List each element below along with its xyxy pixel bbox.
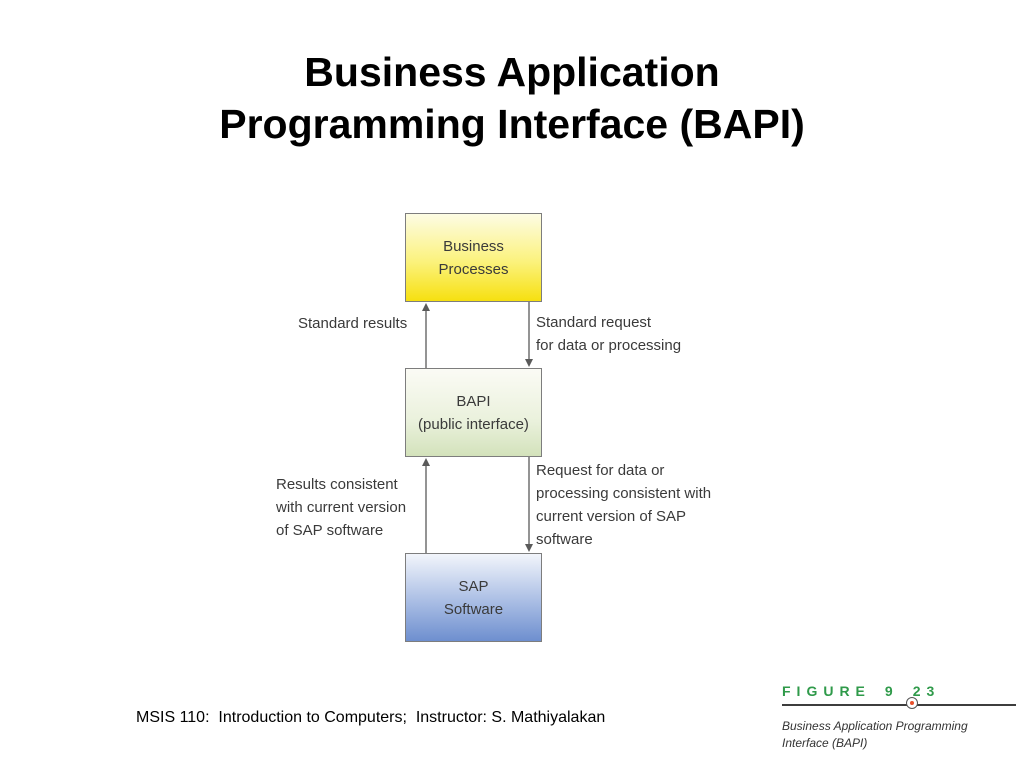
slide-title: Business Application Programming Interfa… xyxy=(0,46,1024,150)
figure-number: 23 xyxy=(912,683,941,699)
slide-title-line-1: Business Application xyxy=(304,49,720,95)
figure-caption: Business Application Programming Interfa… xyxy=(782,718,968,752)
box-bapi-line-1: BAPI xyxy=(456,392,491,410)
box-sap-software-line-1: SAP xyxy=(458,577,489,595)
slide-footer: MSIS 110: Introduction to Computers; Ins… xyxy=(136,709,606,726)
figure-label: FIGURE 9 23 xyxy=(782,682,940,700)
box-business-processes-line-2: Processes xyxy=(438,260,509,278)
figure-caption-line-2: Interface (BAPI) xyxy=(782,736,868,750)
label-standard-request-line-2: for data or processing xyxy=(536,337,682,354)
figure-rule xyxy=(782,704,1016,706)
label-results-consistent-line-3: of SAP software xyxy=(276,522,384,539)
label-request-consistent-line-1: Request for data or xyxy=(536,462,665,479)
label-request-consistent: Request for data or processing consisten… xyxy=(536,459,711,551)
box-business-processes-line-1: Business xyxy=(443,237,504,255)
label-request-consistent-line-4: software xyxy=(536,531,593,548)
figure-caption-line-1: Business Application Programming xyxy=(782,719,968,733)
box-sap-software: SAP Software xyxy=(405,553,542,642)
figure-chapter: 9 xyxy=(884,683,899,699)
label-request-consistent-line-2: processing consistent with xyxy=(536,485,712,502)
label-results-consistent-line-2: with current version xyxy=(276,499,407,516)
label-request-consistent-line-3: current version of SAP xyxy=(536,508,687,525)
label-results-consistent: Results consistent with current version … xyxy=(276,473,406,542)
figure-bullet-icon xyxy=(906,697,918,709)
label-standard-request-line-1: Standard request xyxy=(536,314,652,331)
label-results-consistent-line-1: Results consistent xyxy=(276,476,398,493)
label-standard-results: Standard results xyxy=(298,312,407,335)
slide-title-line-2: Programming Interface (BAPI) xyxy=(219,101,805,147)
box-bapi: BAPI (public interface) xyxy=(405,368,542,457)
box-sap-software-line-2: Software xyxy=(443,600,504,618)
figure-word: FIGURE xyxy=(782,683,871,699)
label-standard-results-line-1: Standard results xyxy=(298,315,408,332)
label-standard-request: Standard request for data or processing xyxy=(536,311,681,357)
box-bapi-line-2: (public interface) xyxy=(418,415,529,433)
box-business-processes: Business Processes xyxy=(405,213,542,302)
